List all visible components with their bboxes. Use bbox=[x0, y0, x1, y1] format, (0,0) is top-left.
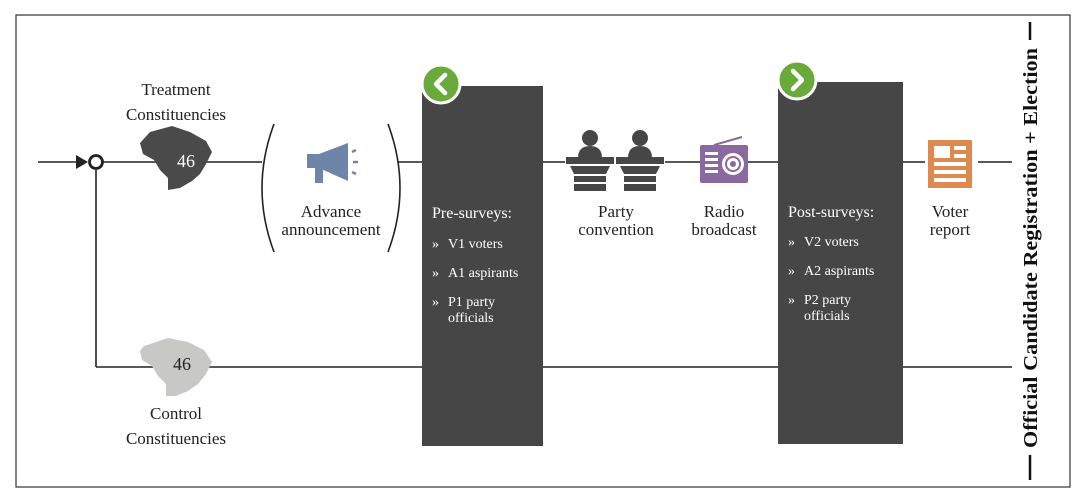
control-map-icon bbox=[140, 338, 212, 396]
radio-label-line1: Radio bbox=[704, 202, 745, 221]
announcement-right-bracket bbox=[387, 123, 401, 253]
pre-surveys-title: Pre-surveys: bbox=[432, 205, 512, 222]
post-bullet-2: » bbox=[788, 264, 795, 279]
post-surveys-panel bbox=[778, 82, 903, 444]
branch-node bbox=[88, 154, 104, 170]
megaphone-icon bbox=[307, 143, 358, 183]
pre-bullet-2: » bbox=[432, 266, 439, 281]
post-surveys-badge bbox=[776, 59, 818, 101]
voter-report-label-line2: report bbox=[930, 220, 971, 239]
voter-report-icon bbox=[928, 140, 972, 188]
control-label-line2: Constituencies bbox=[126, 429, 226, 448]
announcement-left-bracket bbox=[261, 123, 275, 253]
radio-label-line2: broadcast bbox=[691, 220, 756, 239]
pre-bullet-3: » bbox=[432, 295, 439, 310]
registration-election-label: Official Candidate Registration + Electi… bbox=[1020, 48, 1042, 448]
treatment-label-line1: Treatment bbox=[141, 80, 211, 99]
chevron-right-icon bbox=[790, 68, 805, 92]
post-bullet-3: » bbox=[788, 293, 795, 308]
post-surveys-list: » V2 voters » A2 aspirants » P2 party of… bbox=[788, 235, 874, 324]
entry-arrow-icon bbox=[76, 155, 88, 169]
pre-item-1: V1 voters bbox=[448, 237, 503, 252]
pre-bullet-1: » bbox=[432, 237, 439, 252]
pre-surveys-badge bbox=[420, 63, 462, 105]
control-label-line1: Control bbox=[150, 404, 202, 423]
post-item-3-line1: P2 party bbox=[804, 293, 851, 308]
diagram-frame bbox=[15, 14, 1071, 488]
advance-label-line1: Advance bbox=[301, 202, 361, 221]
post-surveys-title: Post-surveys: bbox=[788, 204, 874, 221]
post-item-2: A2 aspirants bbox=[804, 264, 874, 279]
pre-item-3-line1: P1 party bbox=[448, 295, 495, 310]
chevron-left-icon bbox=[433, 72, 448, 96]
party-convention-label-line1: Party bbox=[598, 202, 634, 221]
advance-label-line2: announcement bbox=[281, 220, 380, 239]
pre-surveys-list: » V1 voters » A1 aspirants » P1 party of… bbox=[432, 237, 518, 326]
post-item-3-line2: officials bbox=[804, 309, 850, 324]
party-convention-icon bbox=[566, 130, 664, 191]
pre-item-2: A1 aspirants bbox=[448, 266, 518, 281]
pre-surveys-panel bbox=[422, 86, 543, 446]
treatment-label-line2: Constituencies bbox=[126, 105, 226, 124]
control-count: 46 bbox=[173, 354, 191, 374]
post-bullet-1: » bbox=[788, 235, 795, 250]
pre-item-3-line2: officials bbox=[448, 311, 494, 326]
party-convention-label-line2: convention bbox=[578, 220, 654, 239]
post-item-1: V2 voters bbox=[804, 235, 859, 250]
treatment-count: 46 bbox=[177, 151, 195, 171]
voter-report-label-line1: Voter bbox=[932, 202, 969, 221]
treatment-map-icon bbox=[140, 126, 212, 190]
radio-icon bbox=[700, 136, 748, 183]
